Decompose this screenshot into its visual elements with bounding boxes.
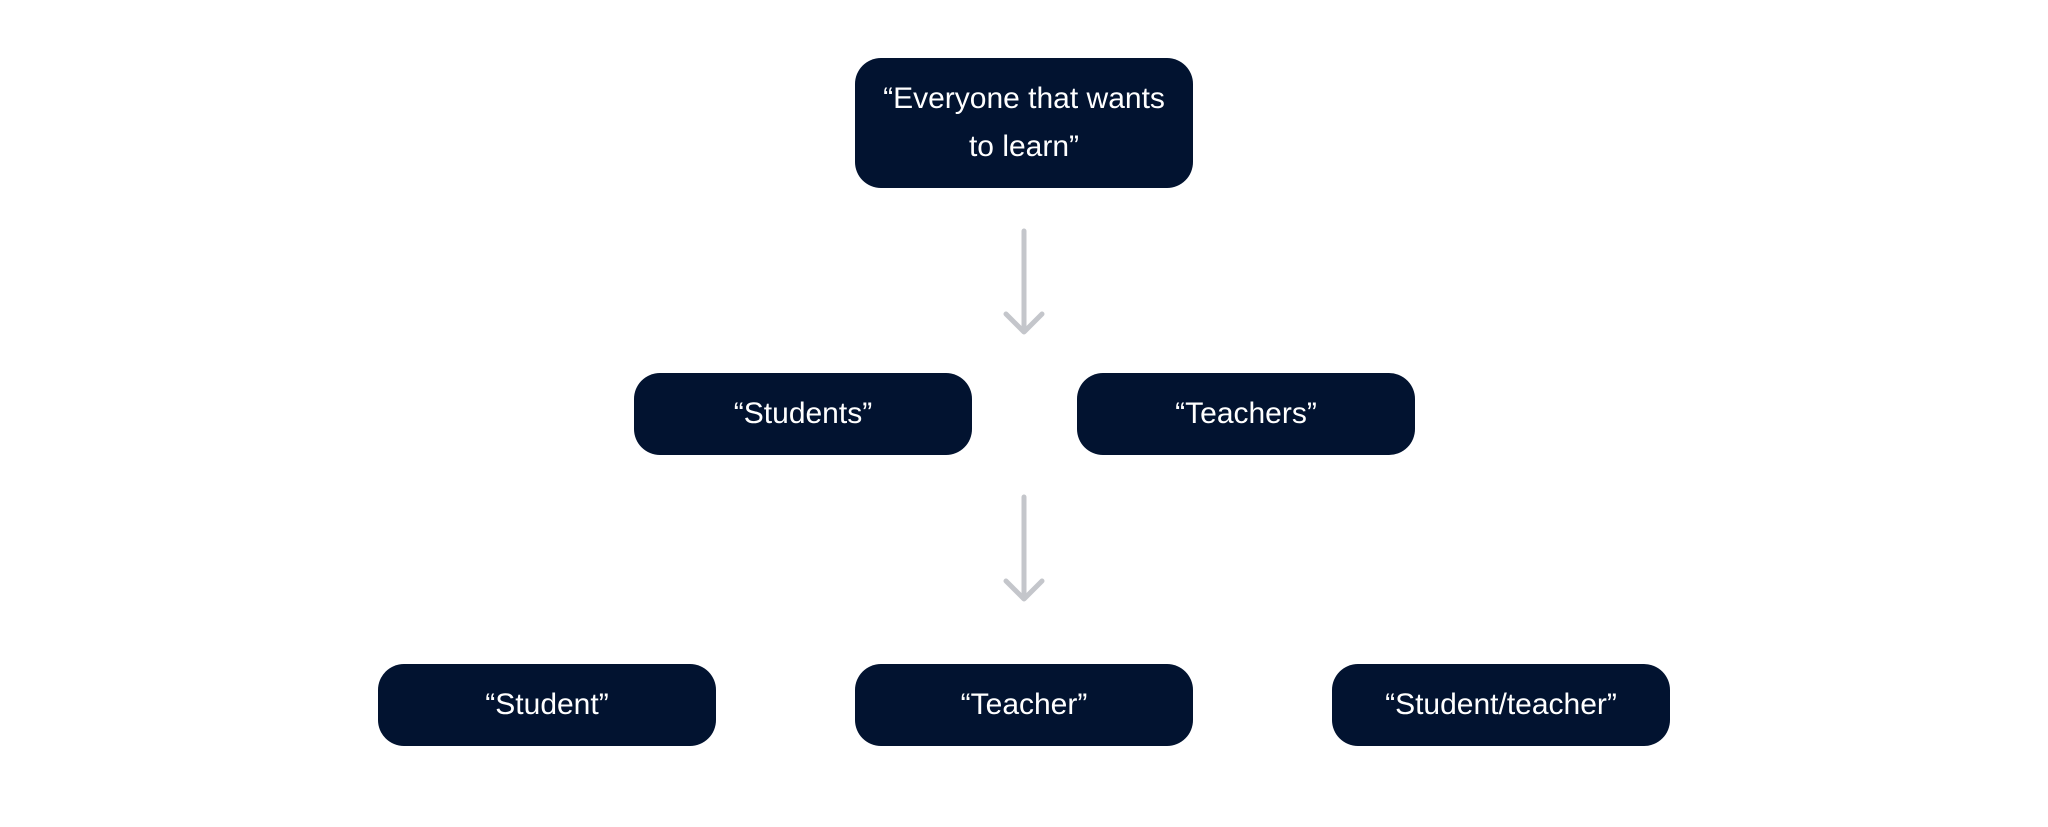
node-teachers: “Teachers” <box>1077 373 1415 455</box>
node-student: “Student” <box>378 664 716 746</box>
node-students-label: “Students” <box>733 397 873 430</box>
node-teachers-label: “Teachers” <box>1175 397 1317 430</box>
node-student-label: “Student” <box>485 688 609 721</box>
node-teacher-label: “Teacher” <box>960 688 1088 721</box>
node-student-teacher-label: “Student/teacher” <box>1385 688 1617 721</box>
node-students: “Students” <box>634 373 972 455</box>
node-student-teacher: “Student/teacher” <box>1332 664 1670 746</box>
arrow-down-icon-1 <box>1003 228 1045 335</box>
node-everyone-label: “Everyone that wants to learn” <box>883 82 1165 163</box>
arrow-down-icon-2 <box>1003 494 1045 602</box>
node-teacher: “Teacher” <box>855 664 1193 746</box>
node-everyone: “Everyone that wants to learn” <box>855 58 1193 188</box>
